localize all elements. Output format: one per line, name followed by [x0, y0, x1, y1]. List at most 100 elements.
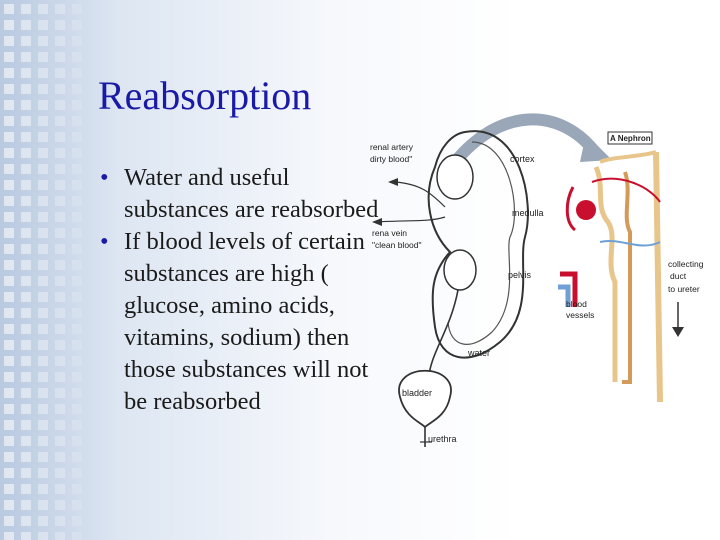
decor-square [21, 308, 31, 318]
decor-square [38, 196, 48, 206]
decor-square [21, 420, 31, 430]
decor-square [38, 212, 48, 222]
decor-square [55, 100, 65, 110]
decor-square [38, 4, 48, 14]
decor-square [55, 404, 65, 414]
decor-square [21, 68, 31, 78]
decor-square [21, 116, 31, 126]
decor-square [4, 228, 14, 238]
decor-square [4, 468, 14, 478]
decor-square [55, 52, 65, 62]
capillary-network [599, 240, 661, 247]
decor-square [38, 132, 48, 142]
decor-square [38, 484, 48, 494]
decor-square [55, 340, 65, 350]
decor-square [4, 196, 14, 206]
decor-square [4, 484, 14, 494]
decor-square [4, 132, 14, 142]
decor-square [55, 244, 65, 254]
decor-square [38, 468, 48, 478]
decor-square [4, 84, 14, 94]
decor-square [21, 100, 31, 110]
decor-square [21, 180, 31, 190]
decor-square [38, 436, 48, 446]
decor-square [72, 148, 82, 158]
decor-square [4, 356, 14, 366]
bullet-text: Water and useful substances are reabsorb… [124, 164, 379, 223]
decor-square [72, 452, 82, 462]
decor-square [55, 356, 65, 366]
bladder [398, 369, 452, 429]
decor-square [55, 36, 65, 46]
decor-square [21, 372, 31, 382]
decor-square [38, 244, 48, 254]
decor-square [72, 276, 82, 286]
decor-square [21, 340, 31, 350]
decor-square [4, 4, 14, 14]
decor-square [72, 244, 82, 254]
kidney-outline [427, 130, 529, 359]
decor-square [72, 36, 82, 46]
decor-square [21, 436, 31, 446]
label-dirty-blood: dirty blood" [370, 154, 412, 164]
decor-square [55, 260, 65, 270]
label-clean-blood: "clean blood" [372, 240, 422, 250]
decor-square [4, 68, 14, 78]
decor-square [21, 52, 31, 62]
decor-square [72, 84, 82, 94]
label-cortex: cortex [510, 154, 535, 164]
decor-square [38, 180, 48, 190]
decor-square [21, 388, 31, 398]
decor-square [55, 420, 65, 430]
renal-pyramid [443, 249, 477, 291]
decor-square [72, 500, 82, 510]
decor-square [72, 68, 82, 78]
arrow-left-icon [372, 218, 382, 226]
decor-square [55, 132, 65, 142]
decor-square [55, 372, 65, 382]
decor-square [38, 388, 48, 398]
decor-square [72, 164, 82, 174]
decor-square [21, 468, 31, 478]
decor-square [4, 20, 14, 30]
decor-square [55, 436, 65, 446]
decor-square [4, 276, 14, 286]
decor-square [38, 516, 48, 526]
label-collecting-2: duct [670, 271, 687, 281]
decor-square [55, 468, 65, 478]
decor-square [4, 100, 14, 110]
decor-square [55, 324, 65, 334]
decor-square [21, 244, 31, 254]
decor-square [72, 212, 82, 222]
decor-square [72, 100, 82, 110]
decor-square [72, 356, 82, 366]
decor-square [72, 324, 82, 334]
decor-square [55, 308, 65, 318]
decor-square [4, 212, 14, 222]
decor-square [72, 260, 82, 270]
decor-square [55, 164, 65, 174]
decor-square [55, 116, 65, 126]
artery-vessel [565, 186, 577, 232]
renal-artery-line [394, 181, 446, 208]
kidney-inner [447, 141, 516, 345]
decor-square [21, 484, 31, 494]
decor-square [55, 180, 65, 190]
decor-square [4, 260, 14, 270]
decor-square [21, 260, 31, 270]
decor-square [4, 308, 14, 318]
tubule-proximal [593, 165, 618, 382]
label-pelvis: pelvis [508, 270, 532, 280]
decor-square [72, 516, 82, 526]
label-collecting-1: collecting [668, 259, 704, 269]
decor-square [21, 132, 31, 142]
decor-square [38, 52, 48, 62]
decor-square [21, 196, 31, 206]
decor-square [55, 68, 65, 78]
decor-square [38, 308, 48, 318]
decor-square [21, 4, 31, 14]
decor-square [38, 292, 48, 302]
decor-square [21, 356, 31, 366]
collecting-duct [653, 151, 663, 403]
